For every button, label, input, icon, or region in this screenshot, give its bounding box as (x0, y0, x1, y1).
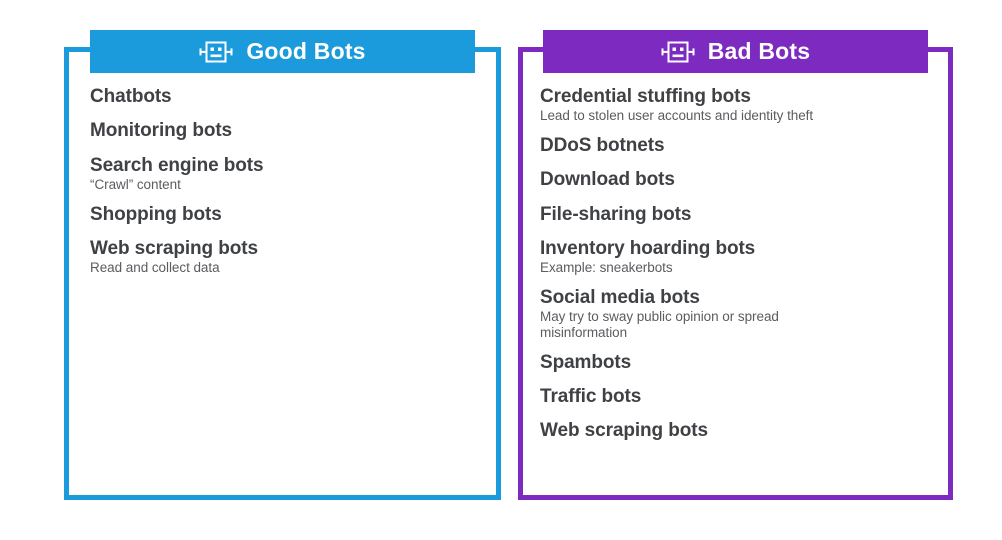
list-item: Credential stuffing bots Lead to stolen … (540, 86, 940, 124)
bot-description: Example: sneakerbots (540, 260, 673, 276)
panel-bad-bots-title: Bad Bots (707, 38, 811, 64)
panel-bad-bots-header: Bad Bots (543, 30, 928, 73)
panel-bad-bots-list: Credential stuffing bots Lead to stolen … (540, 86, 940, 442)
bot-name: Social media bots (540, 286, 700, 308)
bot-description: May try to sway public opinion or spread… (540, 309, 779, 340)
list-item: Download bots (540, 169, 940, 190)
bot-name: Web scraping bots (90, 237, 258, 259)
panel-good-bots-header: Good Bots (90, 30, 475, 73)
list-item: Shopping bots (90, 204, 480, 225)
bot-description: Lead to stolen user accounts and identit… (540, 108, 814, 124)
bot-name: Inventory hoarding bots (540, 237, 756, 259)
list-item: Search engine bots “Crawl” content (90, 155, 480, 193)
panel-good-bots-title: Good Bots (246, 38, 366, 64)
bot-name: Search engine bots (90, 154, 264, 176)
list-item: File-sharing bots (540, 204, 940, 225)
bot-name: Chatbots (90, 86, 172, 107)
bot-description: “Crawl” content (90, 176, 181, 192)
bot-name: Credential stuffing bots (540, 86, 751, 107)
list-item: Web scraping bots Read and collect data (90, 238, 480, 276)
bot-name: Web scraping bots (540, 420, 708, 442)
list-item: Traffic bots (540, 386, 940, 407)
list-item: Web scraping bots (540, 420, 940, 441)
list-item: Chatbots (90, 86, 480, 107)
robot-face-icon (661, 41, 695, 62)
list-item: Social media bots May try to sway public… (540, 287, 940, 341)
list-item: DDoS botnets (540, 135, 940, 156)
bot-name: Download bots (540, 169, 675, 191)
list-item: Spambots (540, 352, 940, 373)
panel-good-bots-list: Chatbots Monitoring bots Search engine b… (90, 86, 480, 287)
bot-name: File-sharing bots (540, 203, 692, 225)
bot-description: Read and collect data (90, 260, 220, 276)
bot-name: Monitoring bots (90, 120, 233, 142)
robot-face-icon (199, 41, 233, 62)
bot-name: DDoS botnets (540, 135, 665, 157)
list-item: Monitoring bots (90, 120, 480, 141)
bot-name: Traffic bots (540, 385, 642, 407)
bot-name: Spambots (540, 351, 632, 373)
list-item: Inventory hoarding bots Example: sneaker… (540, 238, 940, 276)
bot-name: Shopping bots (90, 203, 222, 225)
